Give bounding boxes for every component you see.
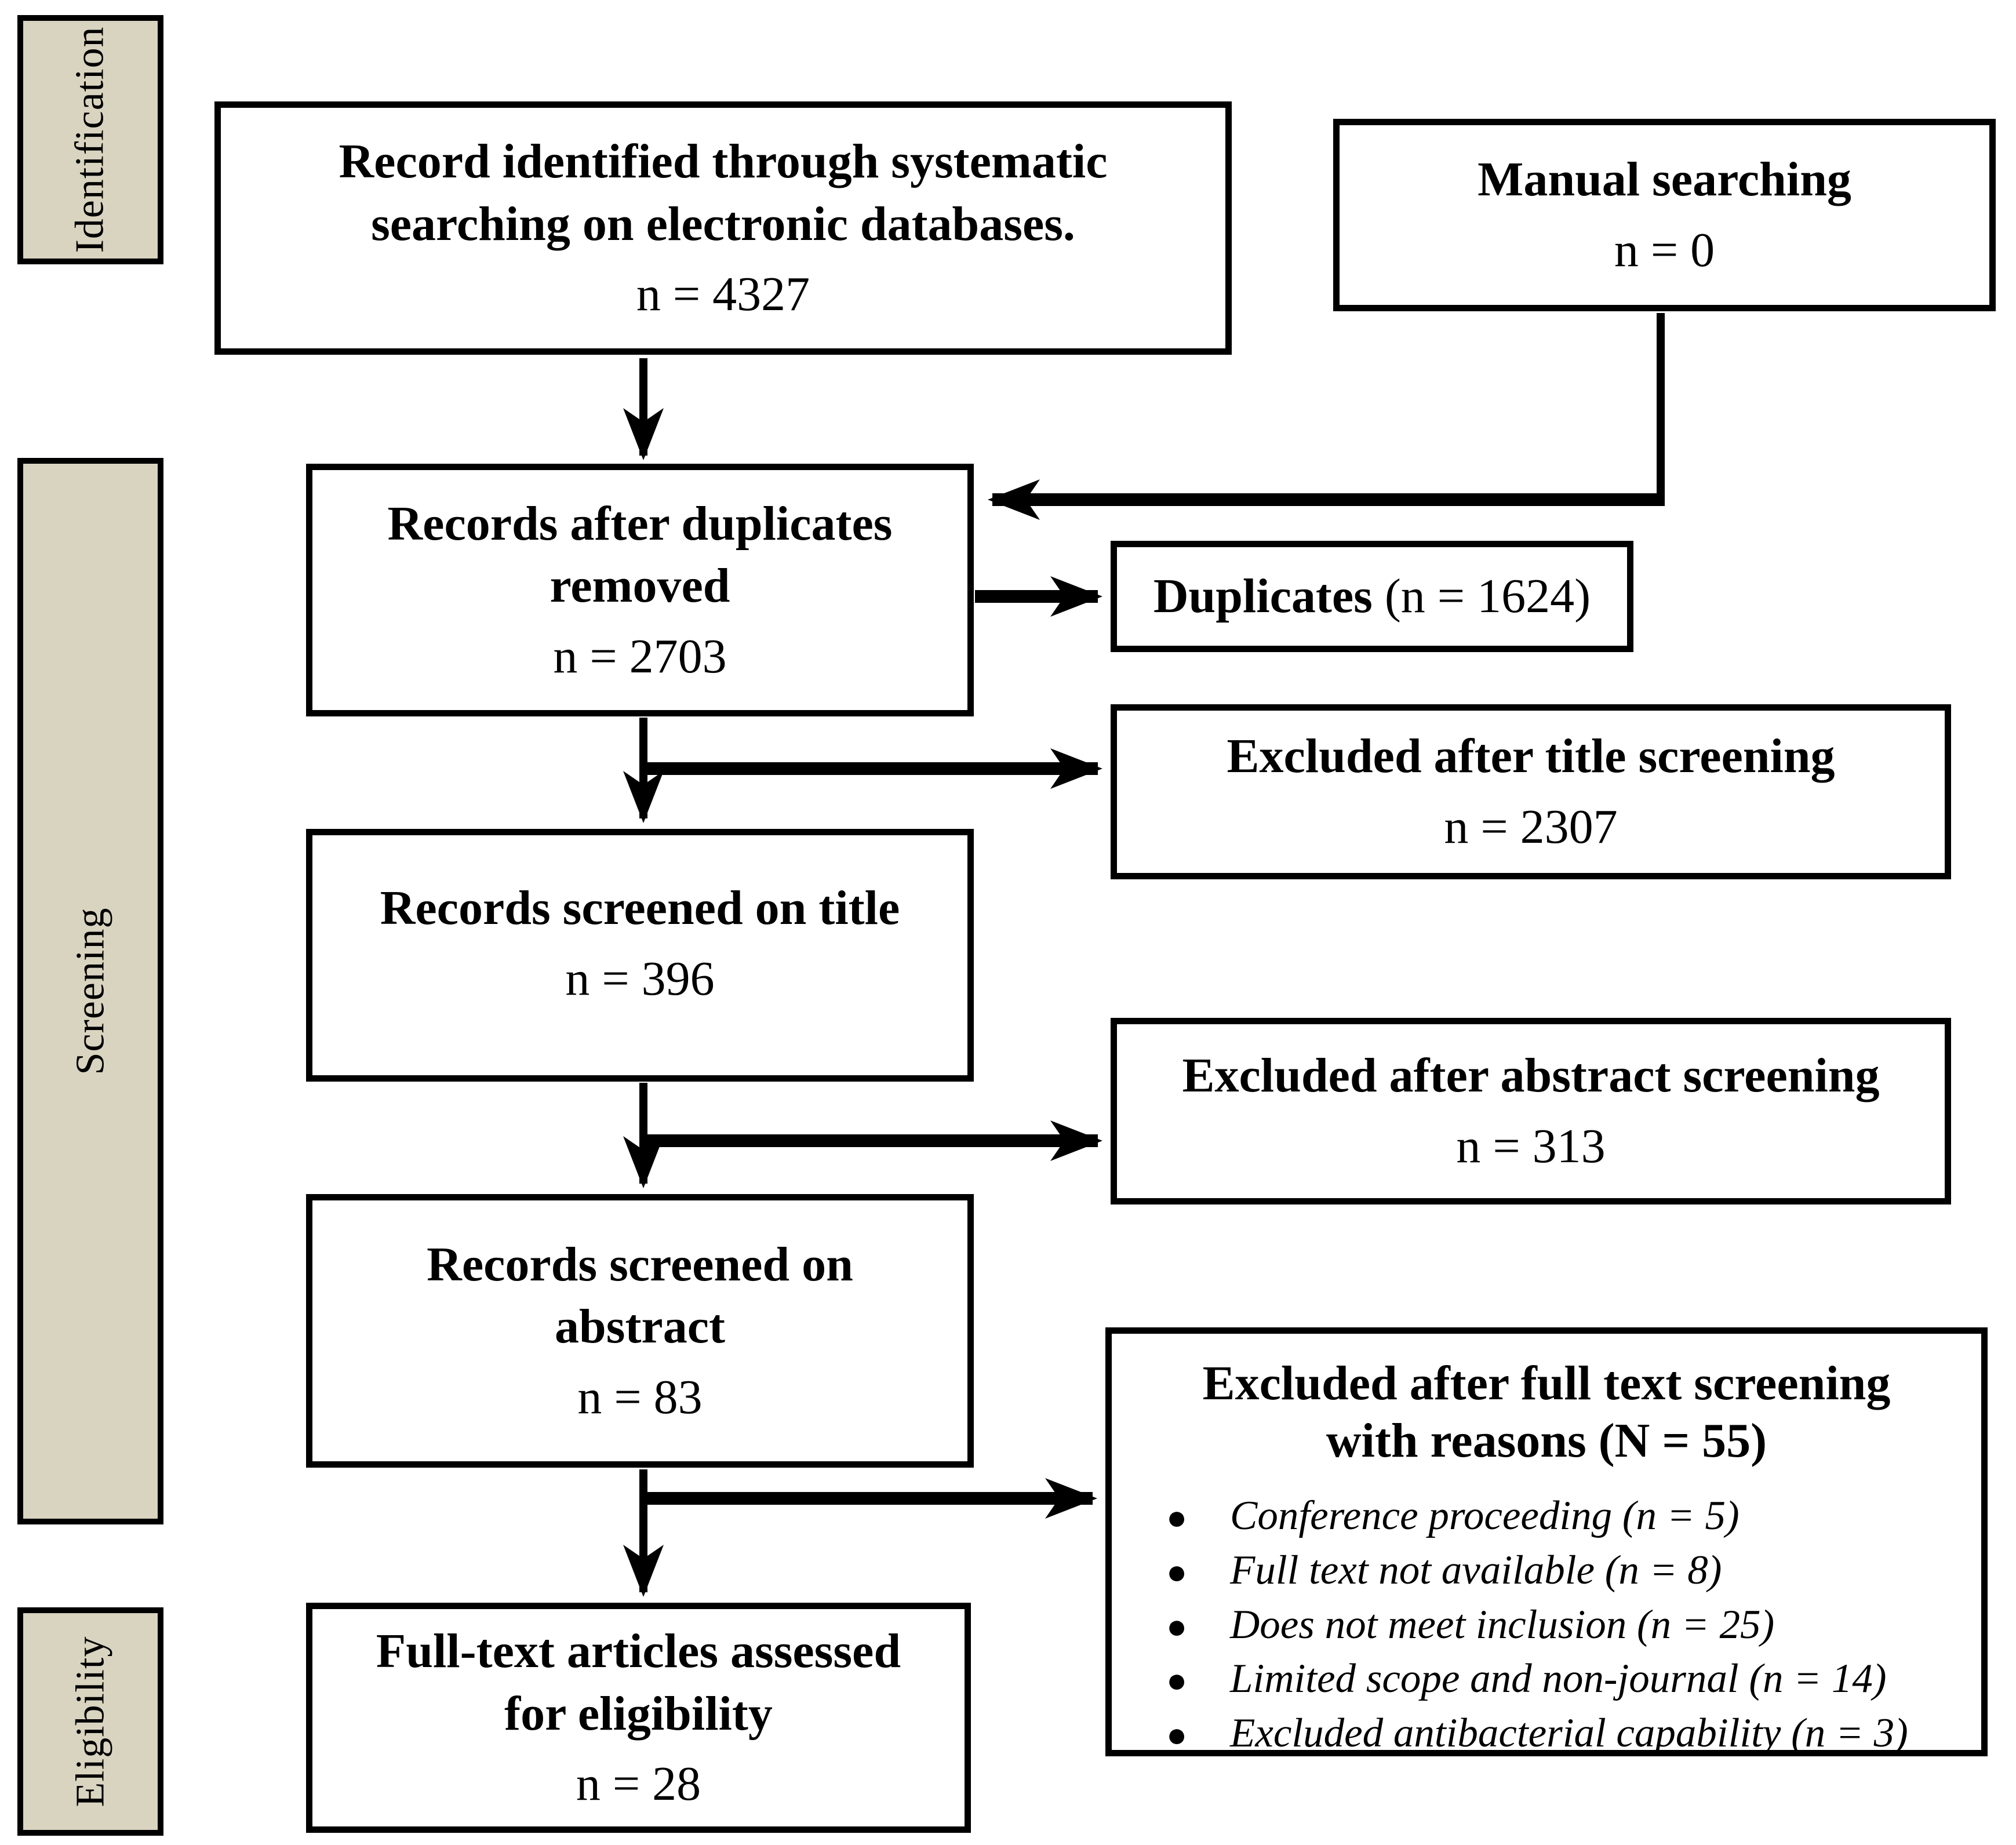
box-records-screened-abstract-line2: abstract <box>555 1300 725 1354</box>
box-records-after-duplicates-line2: removed <box>550 559 730 613</box>
exclusion-reason-text: Excluded antibacterial capability (n = 3… <box>1230 1711 1908 1756</box>
box-records-after-duplicates-count: n = 2703 <box>553 629 727 683</box>
bullet-icon: ● <box>1166 1607 1188 1646</box>
exclusion-reasons-list: ● Conference proceeding (n = 5) ● Full tex… <box>1135 1489 1958 1761</box>
box-records-screened-abstract: Records screened on abstract n = 83 <box>306 1194 974 1468</box>
box-records-identified-line2: searching on electronic databases. <box>371 196 1075 251</box>
box-records-identified-count: n = 4327 <box>636 267 810 322</box>
box-records-screened-title-title: Records screened on title <box>380 881 900 935</box>
stage-label-identification: Identification <box>17 15 163 264</box>
box-excluded-fulltext-title-line2: with reasons (N = 55) <box>1326 1414 1767 1468</box>
box-excluded-title-screening-title: Excluded after title screening <box>1227 729 1835 784</box>
exclusion-reason-text: Limited scope and non-journal (n = 14) <box>1230 1656 1887 1702</box>
box-manual-searching-count: n = 0 <box>1614 223 1715 277</box>
box-records-after-duplicates: Records after duplicates removed n = 270… <box>306 464 974 716</box>
box-excluded-abstract-screening: Excluded after abstract screening n = 31… <box>1111 1018 1951 1204</box>
box-fulltext-assessed: Full-text articles assessed for eligibil… <box>306 1603 971 1833</box>
exclusion-reason-text: Conference proceeding (n = 5) <box>1230 1493 1740 1539</box>
box-manual-searching-title: Manual searching <box>1478 152 1851 207</box>
box-records-screened-abstract-line1: Records screened on <box>427 1237 853 1291</box>
exclusion-reason-text: Does not meet inclusion (n = 25) <box>1230 1602 1775 1647</box>
box-records-after-duplicates-line1: Records after duplicates <box>387 496 893 551</box>
bullet-icon: ● <box>1166 1716 1188 1755</box>
bullet-icon: ● <box>1166 1498 1188 1537</box>
box-records-screened-title: Records screened on title n = 396 <box>306 829 974 1082</box>
exclusion-reason-item: ● Full text not available (n = 8) <box>1158 1544 1958 1598</box>
box-excluded-abstract-screening-title: Excluded after abstract screening <box>1182 1049 1880 1103</box>
box-duplicates-label: Duplicates <box>1153 569 1373 624</box>
box-excluded-fulltext-screening: Excluded after full text screening with … <box>1105 1327 1988 1756</box>
exclusion-reason-item: ● Limited scope and non-journal (n = 14) <box>1158 1652 1958 1706</box>
box-duplicates-count: (n = 1624) <box>1372 569 1591 624</box>
box-records-screened-abstract-count: n = 83 <box>577 1370 703 1424</box>
box-fulltext-assessed-line2: for eligibility <box>504 1686 773 1741</box>
box-fulltext-assessed-line1: Full-text articles assessed <box>376 1624 901 1679</box>
bullet-icon: ● <box>1166 1661 1188 1700</box>
exclusion-reason-item: ● Does not meet inclusion (n = 25) <box>1158 1598 1958 1653</box>
box-records-identified: Record identified through systematic sea… <box>214 101 1232 355</box>
box-records-identified-line1: Record identified through systematic <box>339 134 1108 189</box>
box-records-screened-title-count: n = 396 <box>565 951 715 1006</box>
exclusion-reason-item: ● Excluded antibacterial capability (n = … <box>1158 1706 1958 1761</box>
bullet-icon: ● <box>1166 1552 1188 1591</box>
exclusion-reason-text: Full text not available (n = 8) <box>1230 1547 1722 1593</box>
box-manual-searching: Manual searching n = 0 <box>1333 119 1996 311</box>
exclusion-reason-item: ● Conference proceeding (n = 5) <box>1158 1489 1958 1544</box>
box-fulltext-assessed-count: n = 28 <box>576 1757 701 1811</box>
box-excluded-title-screening-count: n = 2307 <box>1444 800 1618 854</box>
box-excluded-abstract-screening-count: n = 313 <box>1456 1119 1606 1173</box>
box-excluded-title-screening: Excluded after title screening n = 2307 <box>1111 704 1951 879</box>
box-duplicates: Duplicates (n = 1624) <box>1111 541 1633 652</box>
box-excluded-fulltext-title-line1: Excluded after full text screening <box>1202 1356 1891 1410</box>
stage-label-screening: Screening <box>17 458 163 1524</box>
stage-label-eligibility: Eligibility <box>17 1607 163 1836</box>
